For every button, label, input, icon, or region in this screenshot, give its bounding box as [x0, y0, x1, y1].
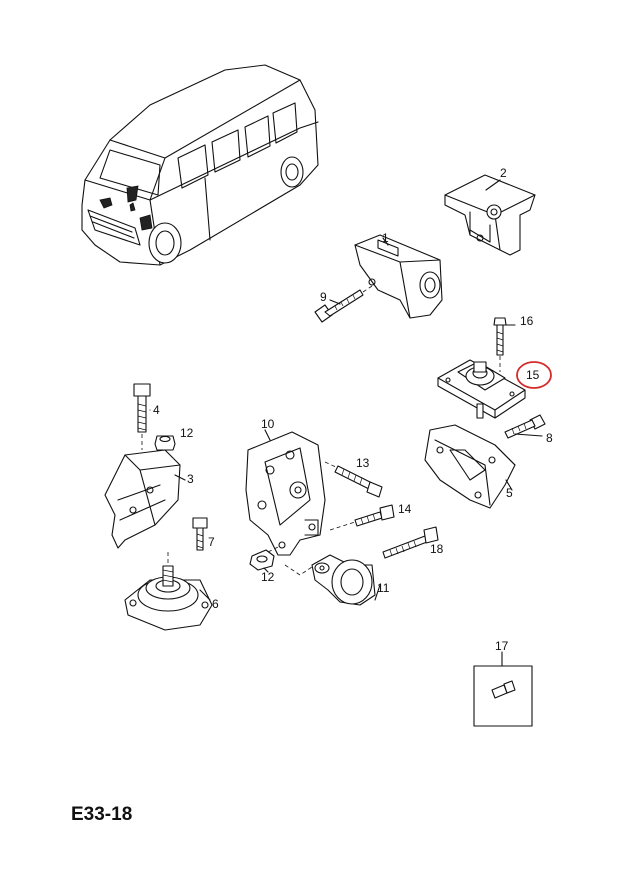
part-17-box [473, 651, 533, 727]
part-10-bracket [245, 431, 326, 556]
part-3-bracket [104, 449, 181, 549]
part-label-12-lower: 12 [261, 570, 275, 584]
part-12-nut-upper [154, 435, 176, 451]
leader-lines [149, 179, 543, 601]
part-18-bolt [382, 526, 439, 559]
part-1-bracket [354, 234, 443, 319]
part-9-bolt [314, 285, 373, 323]
part-label-14: 14 [398, 502, 412, 516]
diagram-code: E33-18 [71, 804, 133, 825]
van-illustration [81, 64, 319, 266]
part-8-bolt [504, 414, 546, 439]
part-15-mount [437, 359, 526, 419]
part-6-mount [124, 552, 213, 631]
part-label-9: 9 [320, 290, 327, 304]
part-label-2: 2 [500, 166, 507, 180]
part-label-5: 5 [506, 486, 513, 500]
highlight-circle [516, 361, 552, 389]
part-label-15: 15 [526, 368, 540, 382]
part-13-bolt [324, 461, 383, 498]
part-label-3: 3 [187, 472, 194, 486]
part-label-11: 11 [377, 581, 390, 595]
part-label-4: 4 [153, 403, 160, 417]
part-label-16: 16 [520, 314, 534, 328]
part-11-torque-rod [284, 554, 376, 606]
part-14-bolt [329, 504, 395, 531]
part-label-8: 8 [546, 431, 553, 445]
part-label-6: 6 [212, 597, 219, 611]
part-label-13: 13 [356, 456, 370, 470]
part-2-bracket [444, 174, 536, 256]
part-12-nut-lower [249, 545, 281, 571]
part-labels: 1 2 3 4 5 6 7 8 9 10 11 12 12 13 14 15 1… [153, 166, 553, 653]
part-5-bracket [424, 424, 516, 509]
part-label-7: 7 [208, 535, 215, 549]
part-label-1: 1 [382, 231, 389, 245]
part-4-bolt [133, 383, 151, 450]
part-7-bolt [192, 517, 208, 551]
part-label-18: 18 [430, 542, 444, 556]
part-label-17: 17 [495, 639, 509, 653]
part-label-10: 10 [261, 417, 275, 431]
part-label-12-upper: 12 [180, 426, 194, 440]
part-16-bolt [493, 317, 507, 372]
